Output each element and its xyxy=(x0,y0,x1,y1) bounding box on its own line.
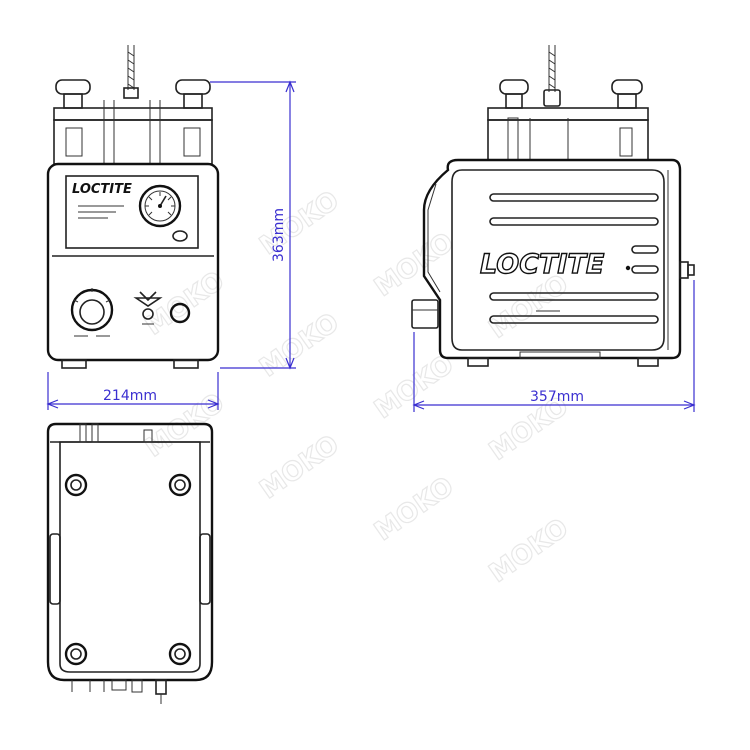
height-dimension-label: 363mm xyxy=(271,208,287,262)
watermark-text: MOKO xyxy=(369,227,459,303)
vent-rib xyxy=(489,292,659,301)
vent-rib xyxy=(489,315,659,324)
front-knob-left xyxy=(55,79,91,109)
mount-hole-icon xyxy=(168,642,192,666)
watermark-pattern: MOKO MOKO MOKO MOKO MOKO MOKO MOKO MOKO … xyxy=(139,185,574,590)
side-knob-right xyxy=(611,79,643,109)
watermark-text: MOKO xyxy=(254,308,344,384)
side-cable xyxy=(543,45,561,107)
watermark-text: MOKO xyxy=(484,513,574,589)
mount-hole-icon xyxy=(168,473,192,497)
side-depth-dimension: 357mm xyxy=(412,280,696,412)
side-handle xyxy=(49,533,61,605)
valve-symbol-icon xyxy=(133,291,163,325)
vent-rib xyxy=(489,193,659,202)
side-housing: LOCTITE xyxy=(411,158,695,367)
mount-hole-icon xyxy=(64,473,88,497)
watermark-text: MOKO xyxy=(255,430,345,506)
watermark-text: MOKO xyxy=(140,266,230,342)
side-connector xyxy=(411,299,439,329)
front-cable xyxy=(123,45,139,99)
side-logo: LOCTITE xyxy=(480,249,605,280)
front-body: LOCTITE xyxy=(46,162,220,369)
mount-hole-icon xyxy=(64,642,88,666)
vent-rib xyxy=(631,265,659,274)
front-knob-right xyxy=(175,79,211,109)
watermark-text: MOKO xyxy=(484,269,574,345)
top-view xyxy=(46,422,214,704)
vent-rib xyxy=(631,245,659,254)
depth-dimension-label: 357mm xyxy=(530,389,584,405)
width-dimension-label: 214mm xyxy=(103,388,157,404)
output-port-icon xyxy=(169,302,191,324)
side-top-bracket xyxy=(487,107,649,161)
side-handle xyxy=(199,533,211,605)
front-view: LOCTITE xyxy=(46,45,296,410)
front-logo: LOCTITE xyxy=(72,182,132,197)
side-fitting xyxy=(679,261,695,279)
indicator-lamp-icon xyxy=(172,230,188,242)
front-width-dimension: 214mm xyxy=(46,372,220,410)
watermark-text: MOKO xyxy=(254,185,344,261)
front-top-bracket xyxy=(53,100,213,165)
front-height-dimension: 363mm xyxy=(210,80,296,370)
side-view: LOCTITE 357mm xyxy=(411,45,696,412)
regulator-knob-icon xyxy=(70,288,114,337)
watermark-text: MOKO xyxy=(369,471,459,547)
pressure-gauge-icon xyxy=(138,184,182,228)
vent-rib xyxy=(489,217,659,226)
side-knob-left xyxy=(499,79,529,109)
